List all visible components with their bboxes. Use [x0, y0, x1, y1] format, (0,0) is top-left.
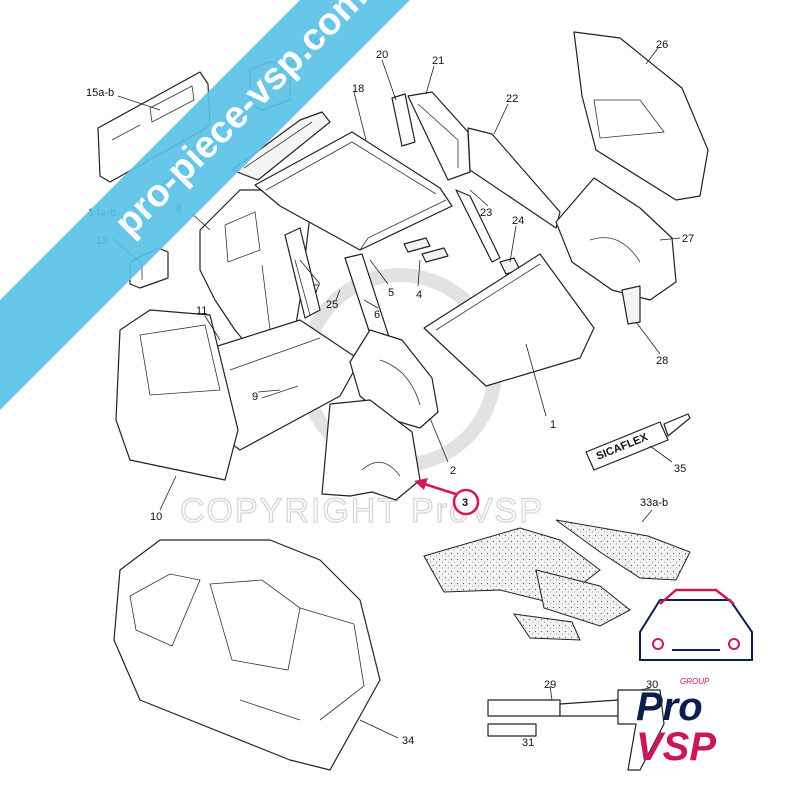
label-20: 20 — [376, 49, 388, 61]
part-20-21-rear-frames — [391, 91, 471, 181]
part-18-roof — [254, 131, 453, 251]
label-24: 24 — [512, 215, 524, 227]
label-11: 11 — [196, 305, 207, 317]
label-4: 4 — [416, 289, 422, 301]
label-34: 34 — [402, 735, 414, 747]
label-21: 21 — [432, 55, 444, 67]
part-35-sealant-tube: SICAFLEX — [585, 413, 691, 471]
label-1: 1 — [550, 419, 556, 431]
label-10: 10 — [150, 511, 162, 523]
label-27: 27 — [682, 233, 694, 245]
label-29: 29 — [544, 679, 556, 691]
highlight-arrow: 3 — [414, 478, 480, 516]
label-31: 31 — [522, 737, 534, 749]
part-5-6-7-pillar — [284, 227, 391, 347]
part-1-bonnet — [423, 253, 595, 387]
part-34-body-shell — [113, 539, 381, 771]
label-25: 25 — [326, 299, 338, 311]
part-26-rear-door — [573, 31, 709, 201]
label-7: 7 — [314, 283, 320, 295]
label-3: 3 — [462, 497, 468, 509]
label-22: 22 — [506, 93, 518, 105]
logo-group-text: GROUP — [680, 677, 710, 686]
label-9: 9 — [252, 391, 258, 403]
label-35: 35 — [674, 463, 686, 475]
part-labels: 1 2 4 5 6 7 8 9 10 11 12 14a-b 15a-b 16 … — [86, 35, 694, 749]
label-23: 23 — [480, 207, 492, 219]
label-30: 30 — [646, 679, 658, 691]
part-10-front-door — [115, 309, 239, 481]
label-26: 26 — [656, 39, 668, 51]
logo-line2: VSP — [636, 725, 716, 769]
part-29-31-cartridge-gun — [487, 689, 665, 771]
part-4-clips — [403, 237, 449, 263]
provsp-logo: GROUP Pro VSP — [636, 588, 753, 769]
part-22-23-24-rails — [455, 127, 561, 275]
label-18: 18 — [352, 83, 364, 95]
label-28: 28 — [656, 355, 668, 367]
part-33-floor-mats — [423, 519, 691, 641]
watermark-text: COPYRIGHT ProVSP — [180, 492, 544, 530]
logo-line1: Pro — [636, 685, 703, 729]
label-33a-b: 33a-b — [640, 497, 668, 509]
part-3-front-fender — [321, 399, 421, 501]
label-5: 5 — [388, 287, 394, 299]
label-15a-b: 15a-b — [86, 87, 114, 99]
part-27-28-rear-quarter — [555, 177, 677, 325]
label-6: 6 — [374, 309, 380, 321]
label-2: 2 — [450, 465, 456, 477]
